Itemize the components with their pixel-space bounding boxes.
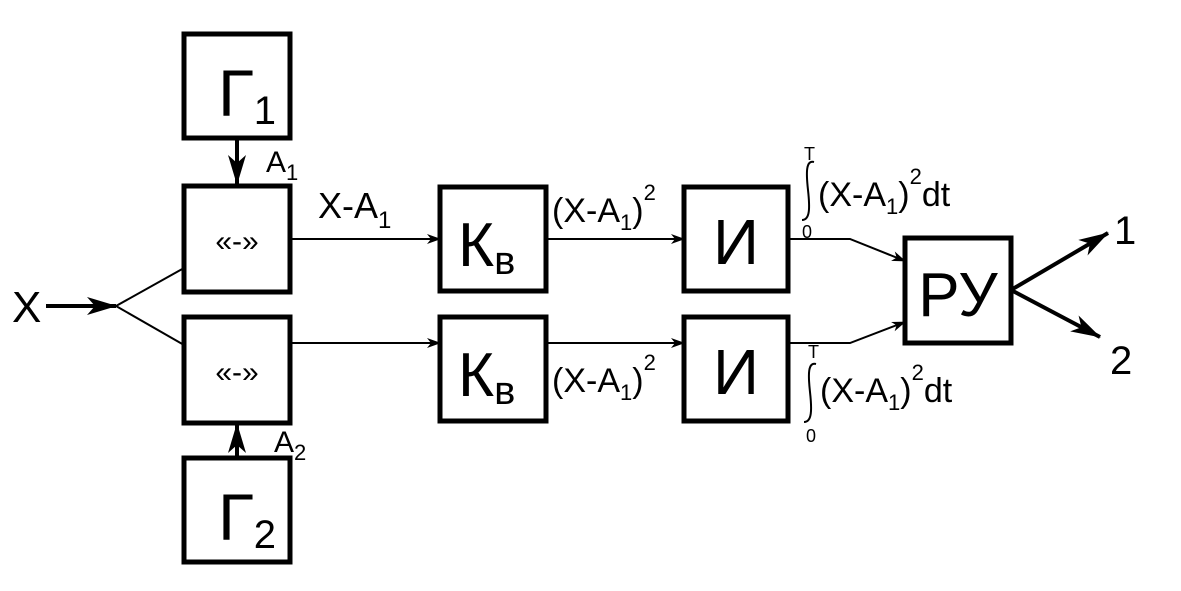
generator-2-output-sub: 2	[294, 440, 306, 465]
difference-label-pre: X-A	[318, 185, 378, 226]
input-label: X	[12, 283, 41, 332]
square-label-2-pre: (X-A	[552, 362, 620, 400]
decision-unit-block: РУ	[902, 235, 1014, 346]
output-label-1: 1	[1114, 209, 1136, 253]
integral-label-1: T 0 (X-A1)2dt	[801, 144, 951, 242]
generator-2-name: Г	[218, 480, 254, 554]
integral-arrow-1	[788, 238, 906, 262]
integral-1-post: )	[898, 176, 909, 214]
subtractor-1-block: «-»	[181, 183, 293, 295]
svg-text:(X-A1)2: (X-A1)2	[552, 350, 656, 405]
integrator-2-label: И	[713, 336, 759, 408]
svg-text:Г1: Г1	[218, 56, 276, 133]
square-label-2-post: )	[632, 362, 643, 400]
squarer-1-sub: в	[494, 239, 515, 283]
integral-2-lower: 0	[806, 426, 816, 446]
squarer-1-block: Кв	[437, 184, 549, 294]
integral-1-tail: dt	[922, 176, 951, 214]
generator-1-output-name: A	[266, 146, 286, 179]
integral-1-upper: T	[804, 144, 815, 164]
square-label-1-sup: 2	[644, 180, 656, 205]
squarer-1-name: К	[458, 211, 494, 280]
generator-1-name: Г	[218, 56, 254, 130]
square-label-1-pre: (X-A	[552, 192, 620, 230]
integral-label-2: T 0 (X-A1)2dt	[803, 342, 953, 446]
svg-text:Кв: Кв	[458, 341, 515, 413]
split-line-lower	[115, 305, 185, 346]
svg-text:X-A1: X-A1	[318, 185, 391, 234]
svg-text:(X-A1)2dt: (X-A1)2dt	[818, 164, 951, 219]
integral-sign-2	[803, 362, 817, 423]
split-line-upper	[115, 267, 185, 307]
svg-text:(X-A1)2dt: (X-A1)2dt	[820, 360, 953, 415]
integrator-1-label: И	[713, 206, 759, 278]
integral-1-lower: 0	[802, 222, 812, 242]
integral-2-sup: 2	[912, 360, 924, 385]
integrator-1-block: И	[681, 184, 791, 294]
squarer-2-sub: в	[494, 369, 515, 413]
generator-1-output-sub: 1	[286, 160, 298, 185]
integral-1-sup: 2	[910, 164, 922, 189]
generator-2-output-name: A	[274, 426, 294, 459]
integral-2-tail: dt	[924, 372, 953, 410]
integral-2-upper: T	[808, 342, 819, 362]
difference-label-sub: 1	[378, 207, 391, 234]
svg-text:Кв: Кв	[458, 211, 515, 283]
subtractor-2-block: «-»	[181, 314, 293, 426]
square-label-1-post: )	[632, 192, 643, 230]
svg-text:(X-A1)2: (X-A1)2	[552, 180, 656, 235]
output-arrow-1	[1009, 231, 1110, 292]
decision-unit-label: РУ	[918, 261, 998, 330]
output-label-2: 2	[1110, 339, 1132, 383]
integral-2-pre: (X-A	[820, 372, 888, 410]
squarer-2-name: К	[458, 341, 494, 410]
square-label-2-sub: 1	[620, 380, 632, 405]
integral-2-sub: 1	[888, 390, 900, 415]
integral-sign-1	[801, 160, 815, 221]
output-arrow-2	[1010, 288, 1101, 339]
generator-2-block: Г2	[181, 455, 293, 565]
generator-1-block: Г1	[181, 31, 293, 141]
generator-1-sub: 1	[254, 89, 276, 133]
integral-1-pre: (X-A	[818, 176, 886, 214]
integral-arrow-2	[788, 321, 906, 344]
integral-1-sub: 1	[886, 194, 898, 219]
svg-text:A1: A1	[266, 146, 298, 185]
subtractor-2-label: «-»	[215, 356, 258, 389]
svg-text:A2: A2	[274, 426, 306, 465]
subtractor-1-label: «-»	[215, 225, 258, 258]
squarer-2-block: Кв	[437, 314, 549, 424]
square-label-2-sup: 2	[644, 350, 656, 375]
svg-text:Г2: Г2	[218, 480, 276, 557]
generator-2-sub: 2	[254, 513, 276, 557]
integral-2-post: )	[900, 372, 911, 410]
integrator-2-block: И	[681, 314, 791, 424]
square-label-1-sub: 1	[620, 210, 632, 235]
